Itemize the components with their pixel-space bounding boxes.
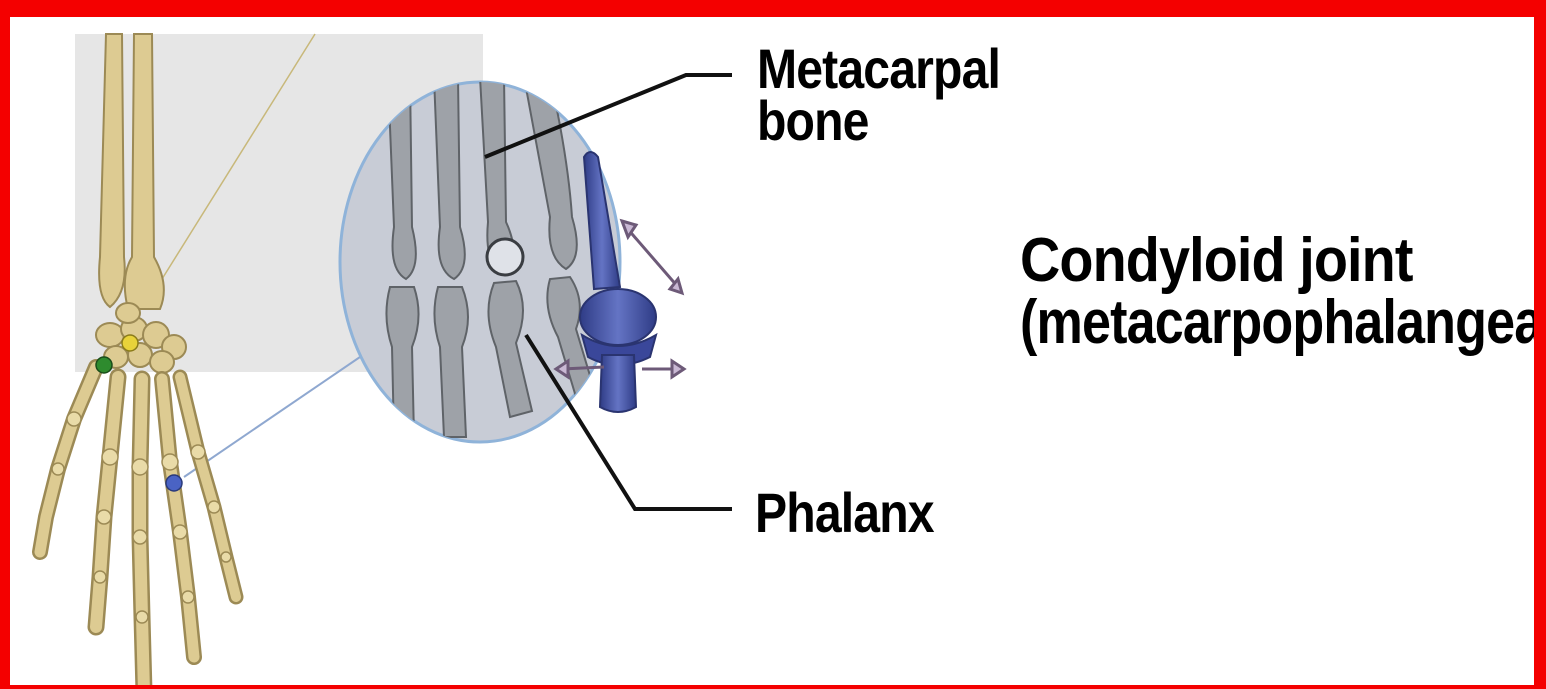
metacarpal-label-line2: bone <box>757 95 1000 147</box>
marker-blue <box>166 475 182 491</box>
joint-title: Condyloid joint <box>1020 233 1413 289</box>
marker-yellow <box>122 335 138 351</box>
phalanx-label: Phalanx <box>755 485 934 541</box>
highlighted-joint <box>487 239 523 275</box>
marker-green <box>96 357 112 373</box>
joint-subtitle: (metacarpophalangeal) <box>1020 295 1546 351</box>
metacarpal-label-line1: Metacarpal <box>757 43 1000 95</box>
metacarpal-bone-label: Metacarpal bone <box>757 43 1000 147</box>
magnifier-pointer-line <box>184 357 360 477</box>
